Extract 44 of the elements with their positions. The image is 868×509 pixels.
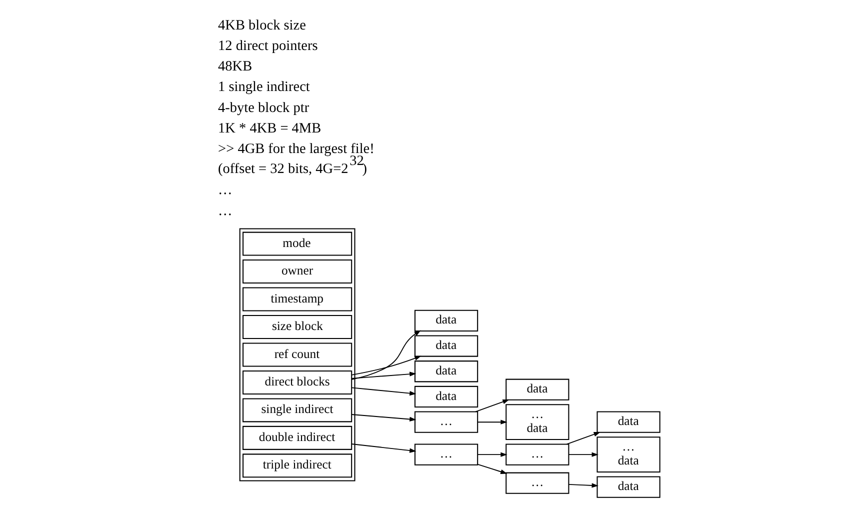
node-box: double indirect [242, 426, 352, 450]
node-box: direct blocks [242, 370, 352, 394]
label: 1K * 4KB = 4MB [218, 120, 322, 136]
node-box: data [414, 335, 478, 357]
arrow [477, 452, 508, 457]
arrow [477, 420, 508, 424]
arrow [475, 399, 510, 412]
arrow [351, 356, 422, 376]
node-box: timestamp [242, 287, 352, 312]
node-box: single indirect [242, 398, 352, 422]
node-box: data [596, 411, 660, 433]
arrow [568, 452, 598, 457]
cluster [239, 228, 356, 482]
node-box: data [506, 378, 570, 400]
arrow [351, 330, 421, 380]
node-box: owner [242, 260, 352, 284]
node-box: … data [596, 436, 660, 473]
label: … [218, 202, 232, 219]
arrow [351, 387, 416, 396]
node-box: … [414, 444, 478, 466]
label: 1 single indirect [218, 79, 310, 96]
arrow [351, 444, 416, 453]
node-box: mode [242, 232, 352, 256]
label: 48KB [218, 58, 252, 75]
node-box: … [506, 444, 570, 466]
label: … [218, 182, 232, 198]
label: 12 direct pointers [218, 38, 318, 54]
node-box: data [414, 360, 478, 382]
node-box: … [414, 411, 478, 433]
node-box: data [596, 476, 660, 498]
arrow [351, 414, 416, 422]
node-box: triple indirect [242, 454, 352, 478]
node-box: … data [506, 404, 570, 440]
label: 4KB block size [218, 17, 306, 34]
arrow [566, 432, 600, 445]
node-box: data [414, 386, 478, 408]
label: 4-byte block ptr [218, 100, 310, 116]
node-box: … [506, 472, 570, 494]
node-box: ref count [242, 342, 352, 367]
node-box: size block [242, 315, 352, 339]
node-box: data [414, 310, 478, 332]
arrow [351, 372, 416, 379]
arrow [568, 483, 598, 488]
arrow [477, 464, 508, 474]
